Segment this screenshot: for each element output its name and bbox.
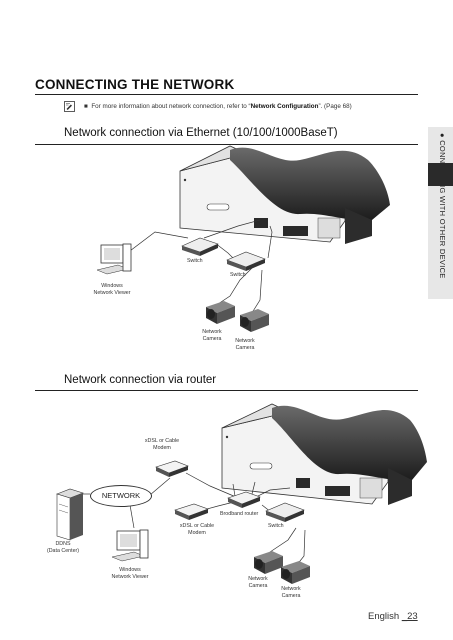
ethernet-cables xyxy=(125,219,273,317)
title-rule xyxy=(35,94,418,95)
pc-icon xyxy=(96,243,132,275)
modem-mid-label-line1: xDSL or Cable xyxy=(179,523,215,529)
router-rule xyxy=(35,390,418,391)
side-tab-marker xyxy=(428,163,453,186)
switch-icon xyxy=(181,237,219,256)
page-footer: English _23 xyxy=(368,611,418,622)
camera3-label-line2: Camera xyxy=(248,582,268,589)
camera3-label-line1: Network xyxy=(248,576,268,582)
modem-icon xyxy=(155,460,189,477)
router-cables xyxy=(82,472,306,567)
ethernet-rule xyxy=(35,144,418,145)
router-heading: Network connection via router xyxy=(64,374,217,386)
camera4-label-line2: Camera xyxy=(281,592,301,599)
note-link-text: Network Configuration xyxy=(250,103,319,110)
page-number: _23 xyxy=(401,611,418,622)
viewer2-label-line2: Network Viewer xyxy=(111,573,149,580)
camera1-label-line1: Network xyxy=(202,329,222,335)
ethernet-heading: Network connection via Ethernet (10/100/… xyxy=(64,127,338,139)
side-tab: ● CONNECTING WITH OTHER DEVICE xyxy=(428,127,453,299)
switch-icon xyxy=(226,251,266,271)
switch-icon xyxy=(265,502,305,522)
dvr-icon xyxy=(179,145,390,244)
modem-mid-label: xDSL or Cable Modem xyxy=(174,523,220,537)
viewer2-label: Windows Network Viewer xyxy=(104,567,156,581)
ddns-label-line2: (Data Center) xyxy=(46,547,80,554)
ddns-label-line1: DDNS xyxy=(55,541,71,547)
camera1-label-line2: Camera xyxy=(202,335,222,342)
note-text: ■ For more information about network con… xyxy=(84,103,352,110)
ddns-label: DDNS (Data Center) xyxy=(40,541,86,555)
modem-top-label-line1: xDSL or Cable xyxy=(144,438,180,444)
camera-icon xyxy=(240,309,269,332)
server-icon xyxy=(56,488,84,541)
camera2-label-line2: Camera xyxy=(235,344,255,351)
camera-icon xyxy=(281,561,310,584)
modem-mid-label-line2: Modem xyxy=(188,529,206,536)
note-suffix: ”. (Page 68) xyxy=(318,103,352,110)
camera-icon xyxy=(206,301,235,324)
viewer1-label-line2: Network Viewer xyxy=(93,289,131,296)
switch2-label: Switch xyxy=(230,272,246,278)
note-prefix: For more information about network conne… xyxy=(91,103,251,110)
modem-icon xyxy=(174,503,209,520)
camera-icon xyxy=(254,551,283,574)
camera4-label-line1: Network xyxy=(281,586,301,592)
viewer1-label-line1: Windows xyxy=(101,283,123,289)
camera2-label-line1: Network xyxy=(235,338,255,344)
camera2-label: Network Camera xyxy=(231,338,259,352)
viewer2-label-line1: Windows xyxy=(119,567,141,573)
footer-language: English xyxy=(368,611,402,622)
dvr-icon xyxy=(221,403,427,505)
pc-icon xyxy=(111,529,149,562)
section-title: CONNECTING THE NETWORK xyxy=(35,77,235,92)
router-label: Brodband router xyxy=(220,511,259,517)
switch1-label: Switch xyxy=(187,258,203,264)
modem-top-label-line2: Modem xyxy=(153,444,171,451)
modem-top-label: xDSL or Cable Modem xyxy=(139,438,185,452)
switch-label: Switch xyxy=(268,523,284,529)
viewer1-label: Windows Network Viewer xyxy=(86,283,138,297)
network-cloud: NETWORK xyxy=(90,485,152,507)
camera3-label: Network Camera xyxy=(244,576,272,590)
memo-note-icon xyxy=(64,101,75,112)
router-icon xyxy=(227,481,261,508)
camera1-label: Network Camera xyxy=(198,329,226,343)
note-bullet: ■ xyxy=(84,103,88,110)
camera4-label: Network Camera xyxy=(277,586,305,600)
